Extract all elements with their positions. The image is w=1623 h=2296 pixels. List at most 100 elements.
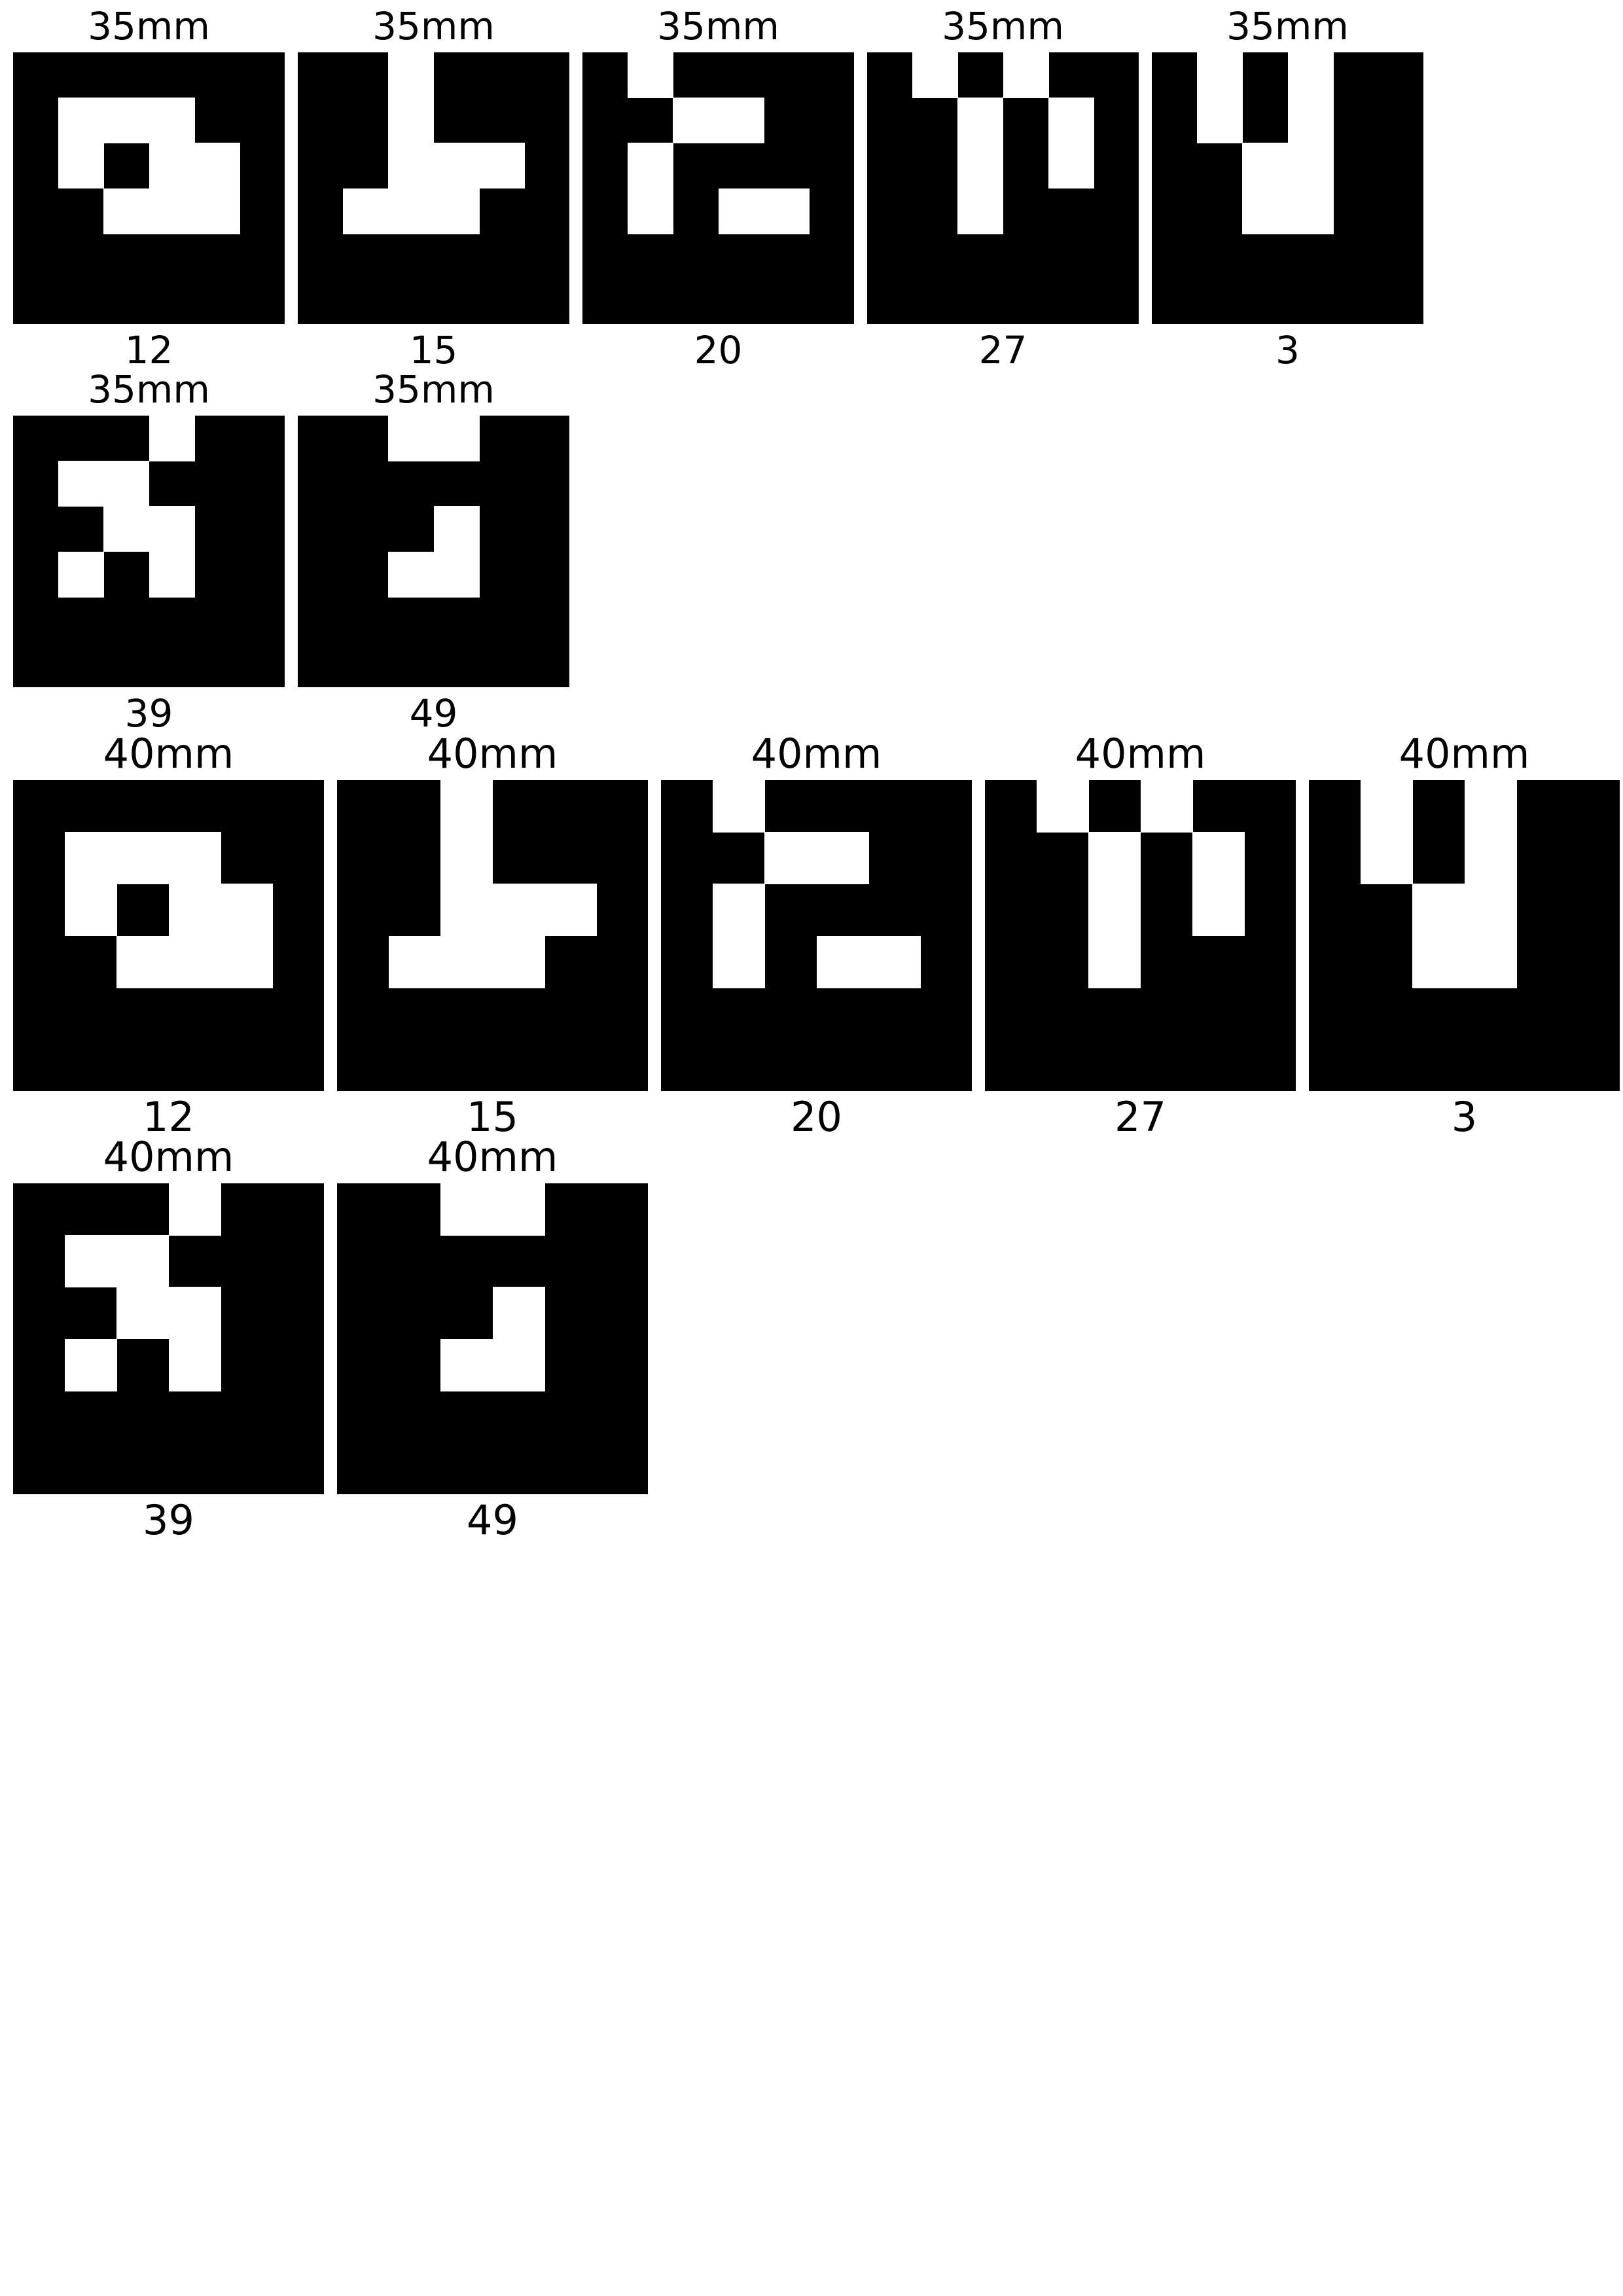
marker-bit <box>719 98 764 143</box>
marker-bit <box>65 1339 117 1391</box>
marker-bit <box>1465 936 1517 988</box>
size-label: 40mm <box>427 1133 558 1181</box>
marker-bit <box>65 1235 117 1287</box>
marker-bit <box>957 188 1003 234</box>
marker-bit <box>1088 832 1141 884</box>
marker-id-label: 20 <box>694 328 743 372</box>
marker-bit <box>1192 832 1245 884</box>
marker-bit <box>1288 143 1334 188</box>
aruco-marker <box>298 416 569 687</box>
marker-bit <box>1288 98 1334 143</box>
size-label: 40mm <box>103 730 234 778</box>
marker-bit <box>116 832 169 884</box>
marker-bit <box>719 188 764 234</box>
marker-bit <box>434 552 480 598</box>
size-label: 35mm <box>372 4 495 48</box>
marker-cell: 35mm 20 <box>582 0 854 376</box>
size-label: 35mm <box>88 4 210 48</box>
marker-bit <box>169 884 221 936</box>
marker-bit <box>169 1339 221 1391</box>
marker-bit <box>434 416 480 461</box>
marker-bit <box>58 461 104 507</box>
aruco-marker <box>337 780 648 1091</box>
marker-bit <box>957 98 1003 143</box>
aruco-marker <box>867 52 1139 324</box>
marker-bit <box>1192 884 1245 936</box>
marker-bit <box>957 143 1003 188</box>
aruco-marker <box>1152 52 1423 324</box>
marker-bit <box>1412 936 1465 988</box>
marker-bit <box>1048 143 1094 188</box>
marker-bit <box>343 188 389 234</box>
marker-bit <box>1465 832 1517 884</box>
marker-bit <box>103 188 149 234</box>
aruco-marker <box>13 1183 324 1494</box>
marker-bit <box>149 506 195 552</box>
marker-bit <box>388 98 434 143</box>
marker-bit <box>440 1183 493 1236</box>
marker-id-label: 39 <box>124 691 173 736</box>
marker-bit <box>149 98 195 143</box>
marker-bit <box>713 884 765 936</box>
aruco-marker <box>13 416 285 687</box>
marker-id-label: 27 <box>978 328 1027 372</box>
marker-bit <box>1003 52 1049 98</box>
marker-bit <box>388 52 434 98</box>
marker-bit <box>169 1287 221 1339</box>
marker-bit <box>1088 936 1141 988</box>
marker-bit <box>1141 780 1193 833</box>
marker-bit <box>1048 98 1094 143</box>
marker-bit <box>169 832 221 884</box>
aruco-marker <box>13 52 285 324</box>
marker-id-label: 49 <box>409 691 458 736</box>
aruco-marker <box>661 780 972 1091</box>
marker-id-label: 3 <box>1451 1093 1478 1141</box>
marker-bit <box>1412 884 1465 936</box>
marker-cell: 35mm 12 <box>13 0 285 376</box>
marker-bit <box>1088 884 1141 936</box>
marker-bit <box>493 936 545 988</box>
marker-bit <box>1197 52 1243 98</box>
marker-bit <box>221 884 273 936</box>
marker-bit <box>628 52 673 98</box>
marker-bit <box>1465 884 1517 936</box>
marker-bit <box>673 98 719 143</box>
size-label: 35mm <box>372 367 495 412</box>
marker-bit <box>221 936 273 988</box>
marker-id-label: 27 <box>1115 1093 1166 1141</box>
marker-bit <box>149 143 195 188</box>
marker-bit <box>628 188 673 234</box>
marker-bit <box>544 884 597 936</box>
aruco-marker <box>337 1183 648 1494</box>
marker-bit <box>440 1339 493 1391</box>
marker-bit <box>440 884 493 936</box>
marker-bit <box>389 936 441 988</box>
marker-id-label: 39 <box>143 1496 194 1544</box>
marker-bit <box>1242 143 1288 188</box>
marker-bit <box>1197 98 1243 143</box>
marker-bit <box>440 832 493 884</box>
aruco-marker <box>985 780 1296 1091</box>
marker-bit <box>388 416 434 461</box>
marker-id-label: 12 <box>124 328 173 372</box>
marker-id-label: 3 <box>1275 328 1300 372</box>
marker-bit <box>713 936 765 988</box>
marker-bit <box>1465 780 1517 833</box>
marker-bit <box>388 552 434 598</box>
marker-bit <box>58 552 104 598</box>
marker-bit <box>1037 780 1089 833</box>
marker-bit <box>434 143 480 188</box>
size-label: 35mm <box>657 4 779 48</box>
size-label: 40mm <box>751 730 882 778</box>
marker-bit <box>817 936 869 988</box>
marker-id-label: 49 <box>467 1496 518 1544</box>
marker-bit <box>58 143 104 188</box>
size-label: 40mm <box>1075 730 1206 778</box>
marker-bit <box>65 884 117 936</box>
marker-bit <box>1288 52 1334 98</box>
